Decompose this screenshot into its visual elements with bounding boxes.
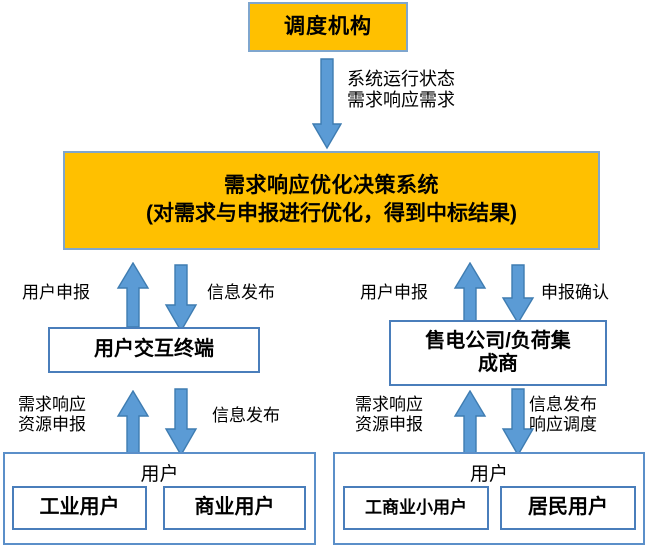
arrow-dr-resource-declaration-up-right — [453, 390, 487, 456]
arrow-declaration-confirm-down-right — [501, 264, 535, 324]
group-users-right-title: 用户 — [469, 464, 508, 485]
node-retailer-label-line-2: 成商 — [478, 353, 518, 375]
label-information-release-dispatch: 信息发布 响应调度 — [529, 395, 597, 434]
node-industrial-users-label: 工业用户 — [39, 496, 120, 519]
label-information-release-left-2: 信息发布 — [212, 406, 280, 425]
node-residential-users: 居民用户 — [500, 486, 636, 530]
arrow-dispatch-to-decision — [312, 58, 342, 150]
arrow-information-release-down-left-2 — [164, 388, 198, 456]
label-declaration-confirmation: 申报确认 — [541, 283, 609, 302]
label-user-declaration-left: 用户申报 — [22, 283, 90, 302]
node-retailer-label-line-1: 售电公司/负荷集 — [425, 330, 571, 352]
label-system-status-demand: 系统运行状态 需求响应需求 — [347, 69, 455, 110]
arrow-information-release-dispatch-down-right — [501, 388, 535, 456]
label-dr-resource-declaration-right: 需求响应 资源申报 — [355, 395, 423, 434]
arrow-user-declaration-up-right — [453, 262, 487, 322]
node-commercial-users-label: 商业用户 — [194, 496, 275, 519]
decision-title-line-2: (对需求与申报进行优化，得到中标结果) — [146, 202, 517, 225]
node-residential-users-label: 居民用户 — [528, 496, 608, 519]
label-user-declaration-right: 用户申报 — [360, 283, 428, 302]
arrow-user-declaration-up-left — [116, 262, 150, 328]
node-small-commercial-industrial-users: 工商业小用户 — [343, 486, 489, 530]
node-industrial-users: 工业用户 — [12, 486, 147, 530]
node-dispatch-agency: 调度机构 — [248, 2, 408, 52]
node-small-ci-users-label: 工商业小用户 — [365, 497, 467, 517]
label-information-release-left: 信息发布 — [207, 283, 275, 302]
group-users-left-title: 用户 — [140, 464, 179, 485]
node-demand-response-decision-system: 需求响应优化决策系统 (对需求与申报进行优化，得到中标结果) — [63, 151, 600, 250]
decision-title-line-1: 需求响应优化决策系统 — [224, 174, 439, 198]
arrow-information-release-down-left — [164, 264, 198, 332]
label-dr-resource-declaration-left: 需求响应 资源申报 — [18, 395, 86, 434]
node-dispatch-agency-label: 调度机构 — [284, 14, 372, 38]
node-commercial-users: 商业用户 — [163, 486, 306, 530]
node-user-interaction-terminal: 用户交互终端 — [48, 327, 260, 373]
node-retailer-load-aggregator: 售电公司/负荷集 成商 — [389, 320, 607, 386]
node-user-interaction-terminal-label: 用户交互终端 — [94, 338, 214, 361]
arrow-dr-resource-declaration-up-left — [116, 390, 150, 456]
